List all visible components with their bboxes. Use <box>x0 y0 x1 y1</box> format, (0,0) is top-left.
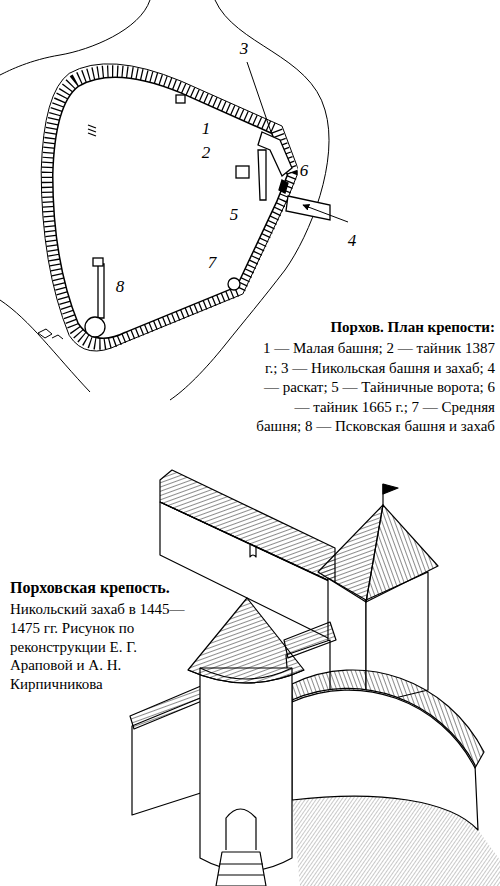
caption-heading: Порховская крепость. <box>10 578 190 599</box>
callout-number: 2 <box>200 143 213 162</box>
ditch-hatching <box>48 72 292 344</box>
callout-number: 5 <box>228 205 241 224</box>
ditch-outline <box>41 64 299 351</box>
zahab-drawing <box>130 470 500 886</box>
callout-number: 1 <box>200 119 213 138</box>
tower-symbol <box>85 95 330 337</box>
leader-line <box>247 62 348 222</box>
callout-number: 4 <box>346 231 359 250</box>
fortress-wall <box>55 79 285 335</box>
callout-number: 7 <box>206 253 219 272</box>
caption-heading: Порхов. План крепости: <box>255 318 495 338</box>
callout-number: 8 <box>114 277 127 296</box>
callout-number: 3 <box>238 39 251 58</box>
caption-text: Никольский захаб в 1445— 1475 гг. Рисуно… <box>10 600 186 694</box>
caption-key: 1 — Малая башня; 2 — тайник 1387 г.; 3 —… <box>255 339 495 437</box>
callout-number: 6 <box>298 161 311 180</box>
